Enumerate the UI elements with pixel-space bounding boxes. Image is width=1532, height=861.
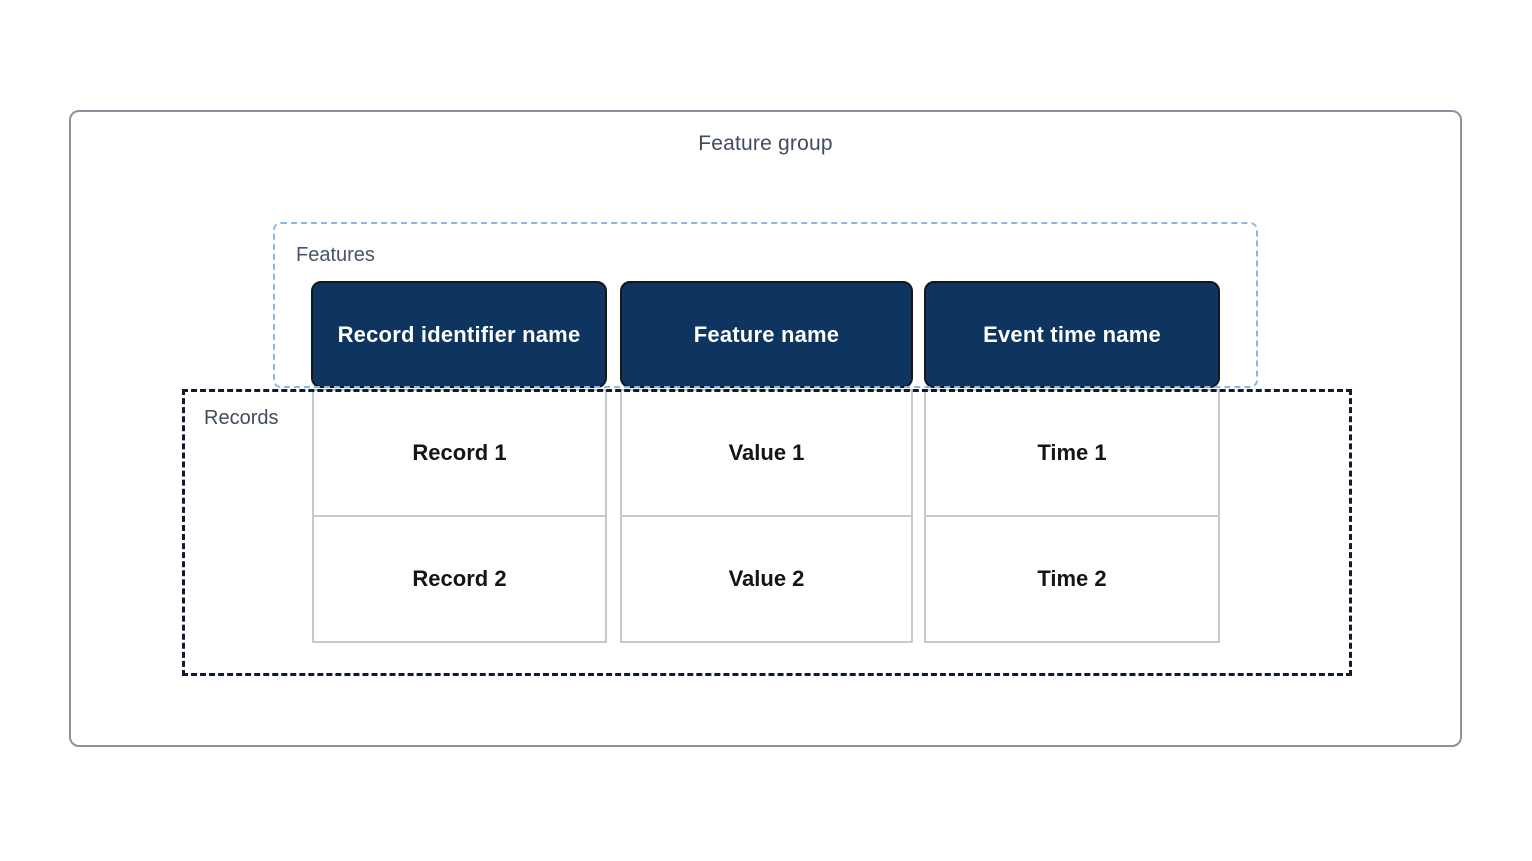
header-label: Feature name — [693, 321, 840, 347]
header-record-identifier-name: Record identifier name — [311, 281, 607, 388]
table-cell: Time 1 — [1037, 440, 1107, 465]
table-cell: Value 1 — [728, 440, 805, 465]
header-label: Event time name — [983, 321, 1161, 347]
record-identifier-column: Record 1 Record 2 — [312, 389, 607, 643]
table-cell: Record 2 — [314, 515, 605, 641]
header-event-time-name: Event time name — [924, 281, 1220, 388]
header-feature-name: Feature name — [620, 281, 913, 388]
table-cell: Value 2 — [622, 515, 911, 641]
header-label: Record identifier name — [337, 321, 581, 347]
table-cell: Record 1 — [412, 440, 507, 465]
feature-value-column: Value 1 Value 2 — [620, 389, 913, 643]
feature-group-title: Feature group — [698, 132, 833, 155]
table-cell: Time 2 — [926, 515, 1218, 641]
event-time-column: Time 1 Time 2 — [924, 389, 1220, 643]
